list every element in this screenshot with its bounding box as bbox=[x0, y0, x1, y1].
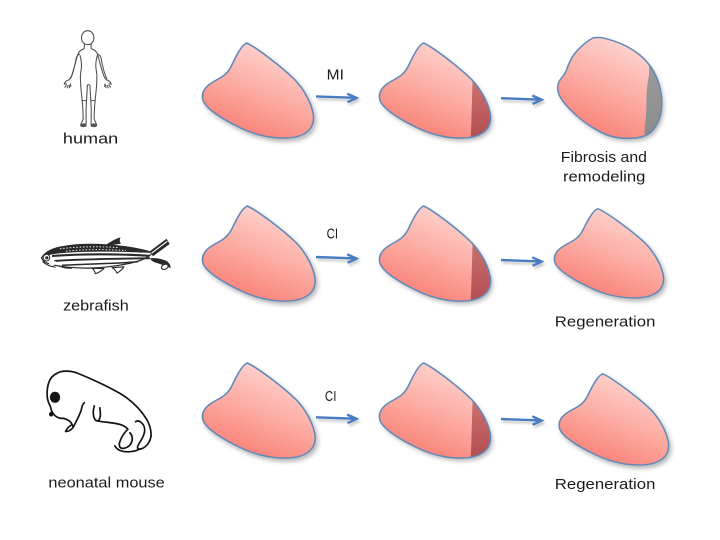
svg-text:zebrafish: zebrafish bbox=[63, 297, 129, 314]
svg-text:human: human bbox=[63, 131, 118, 148]
svg-text:Fibrosis and: Fibrosis and bbox=[561, 149, 647, 166]
svg-text:neonatal mouse: neonatal mouse bbox=[48, 474, 164, 491]
svg-text:CI: CI bbox=[325, 388, 337, 405]
svg-text:MI: MI bbox=[327, 67, 344, 84]
svg-text:Regeneration: Regeneration bbox=[555, 476, 656, 493]
svg-text:CI: CI bbox=[327, 225, 339, 242]
svg-text:remodeling: remodeling bbox=[563, 169, 645, 186]
svg-text:Regeneration: Regeneration bbox=[555, 313, 656, 330]
